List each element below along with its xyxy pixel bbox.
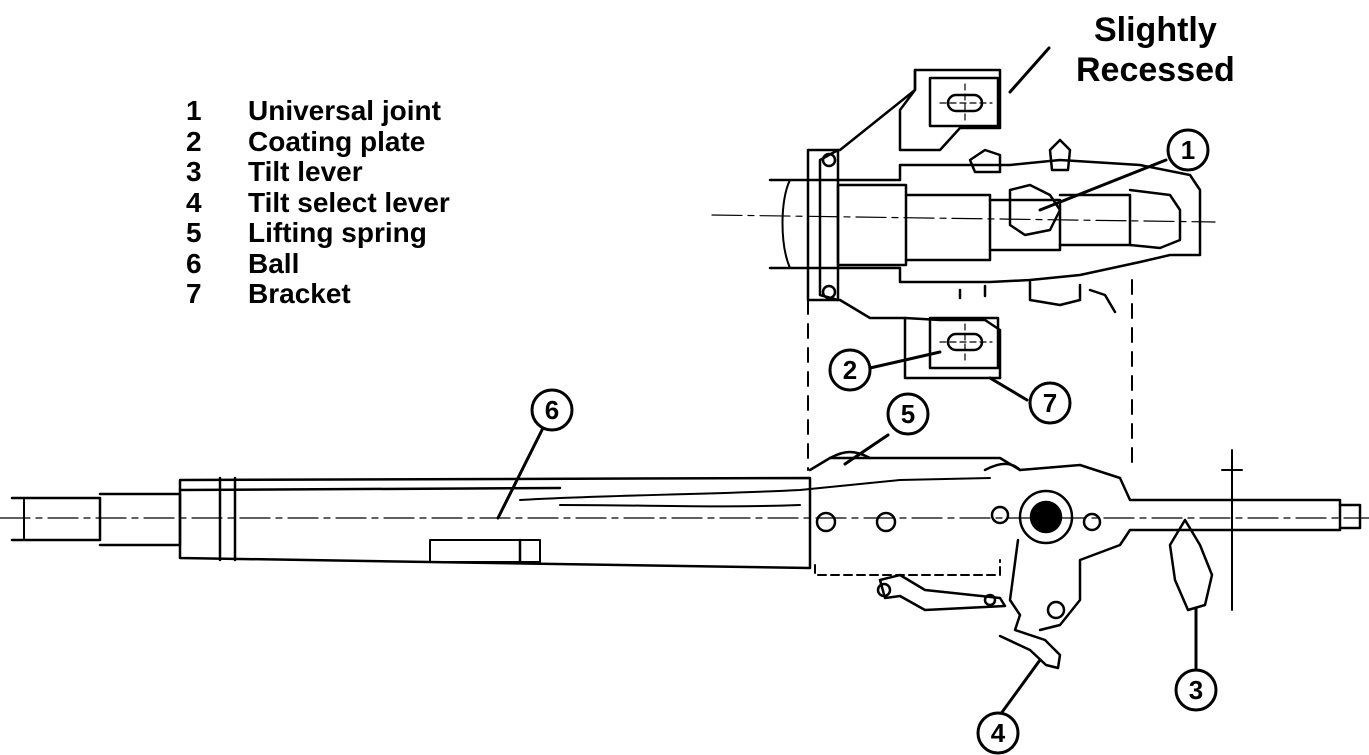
legend-label: Tilt select lever [248, 186, 450, 218]
callout-5-label: 5 [901, 399, 915, 429]
note-line-1: Slightly [1093, 11, 1217, 49]
main-column [10, 449, 1362, 670]
upper-bracket-assembly [768, 68, 1202, 380]
callout-1-label: 1 [1181, 135, 1195, 165]
callout-1: 1 [1166, 128, 1210, 172]
callout-6-label: 6 [545, 395, 559, 425]
legend-label: Lifting spring [248, 217, 427, 248]
callout-2-label: 2 [843, 355, 857, 385]
legend-label: Coating plate [248, 125, 426, 157]
legend-number: 7 [186, 278, 202, 309]
legend-number: 6 [186, 247, 202, 279]
legend-label: Ball [248, 247, 300, 279]
legend-number: 4 [186, 186, 202, 218]
callout-2: 2 [828, 348, 872, 392]
legend-label: Bracket [248, 278, 351, 309]
legend-item: 6 Ball [186, 247, 516, 280]
legend-number: 1 [186, 95, 202, 126]
callout-7: 7 [1028, 381, 1072, 425]
callout-3-label: 3 [1189, 675, 1203, 705]
callout-4-label: 4 [991, 718, 1006, 748]
note-line-2: Recessed [1076, 51, 1235, 89]
legend-item: 7 Bracket [186, 279, 516, 310]
upper-centerline [711, 214, 1216, 223]
parts-legend: 1 Universal joint 2 Coating plate 3 Tilt… [186, 96, 516, 310]
legend-number: 2 [186, 125, 202, 157]
legend-label: Universal joint [248, 95, 441, 126]
legend-item: 3 Tilt lever [186, 157, 516, 188]
legend-item: 4 Tilt select lever [186, 186, 516, 219]
legend-number: 3 [186, 156, 202, 187]
legend-label: Tilt lever [248, 156, 363, 187]
legend-item: 5 Lifting spring [186, 218, 516, 249]
legend-item: 2 Coating plate [186, 125, 516, 158]
callout-6: 6 [530, 388, 574, 432]
alignment-lines [807, 279, 1133, 471]
callout-5: 5 [886, 392, 930, 436]
callout-4: 4 [976, 711, 1020, 755]
legend-item: 1 Universal joint [186, 96, 516, 127]
leader-lines [496, 46, 1198, 717]
callout-3: 3 [1174, 668, 1218, 712]
recessed-note: Slightly Recessed [1076, 10, 1235, 90]
callout-7-label: 7 [1043, 388, 1057, 418]
legend-number: 5 [186, 217, 202, 248]
